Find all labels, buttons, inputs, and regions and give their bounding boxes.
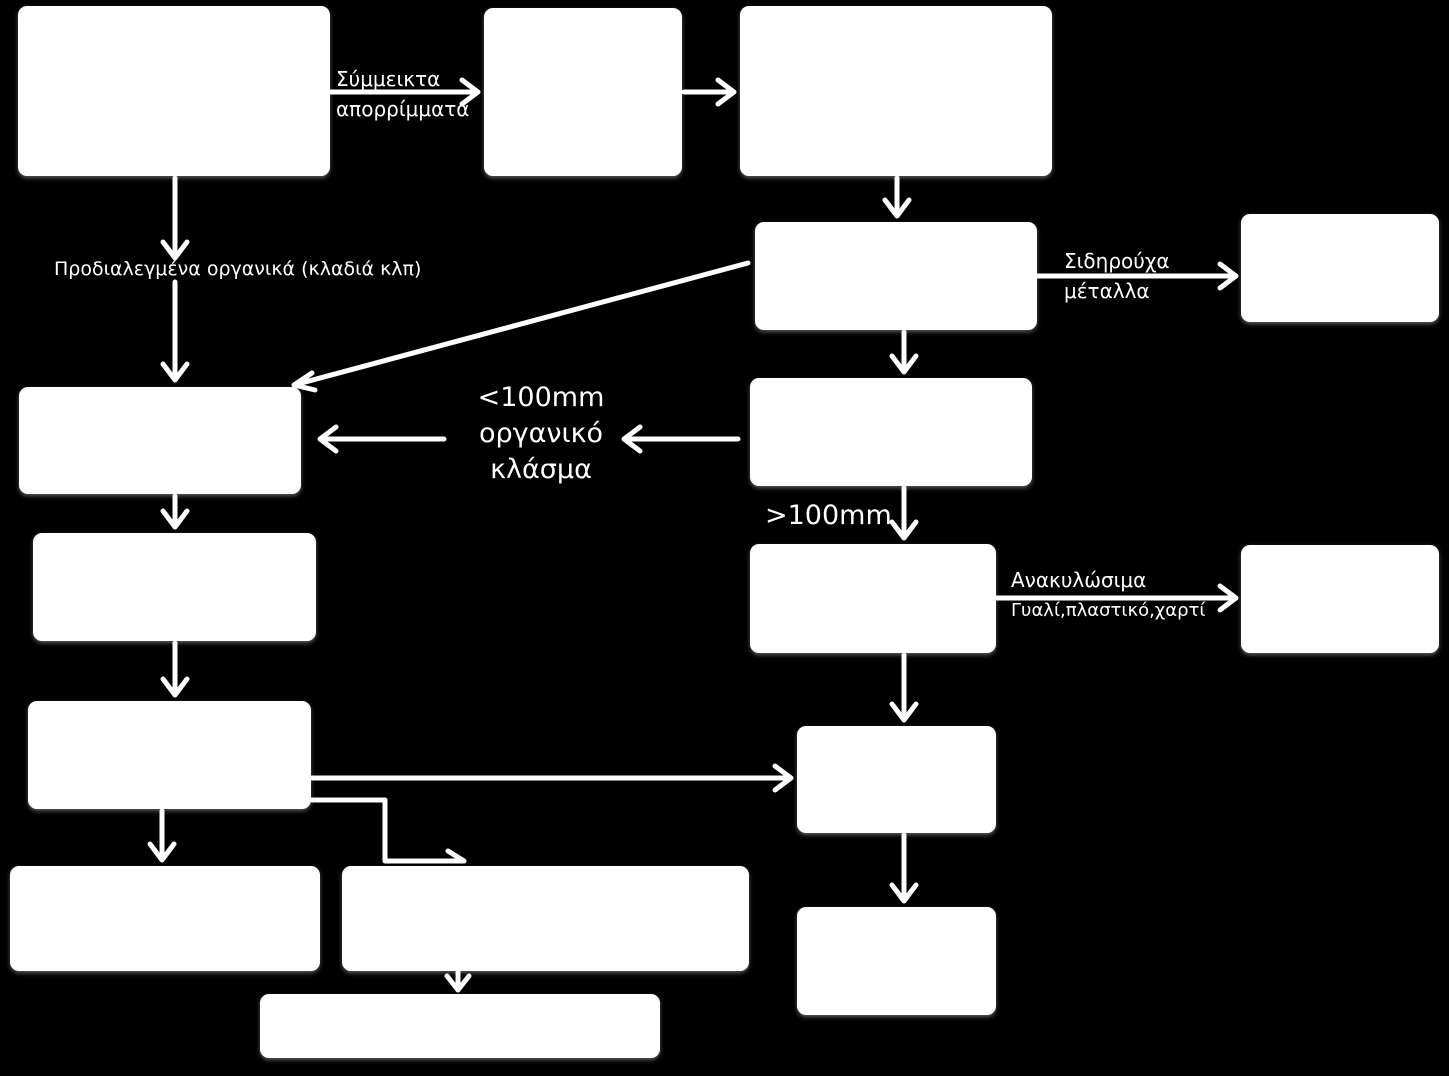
flow-arrows <box>147 77 1239 993</box>
arrow-maturation-to-refining <box>309 797 467 864</box>
label-organic-fraction-line3: κλάσμα <box>490 454 592 485</box>
box-reception <box>484 8 682 176</box>
process-boxes <box>10 6 1439 1058</box>
arrow-organic-to-composting <box>160 493 190 530</box>
arrow-label-to-organic <box>317 424 447 454</box>
arrow-composting-to-maturation <box>160 640 190 698</box>
arrow-reception-to-shredding <box>681 77 737 107</box>
label-recyclables-line2: Γυαλί,πλαστικό,χαρτί <box>1011 600 1205 621</box>
label-ferrous-line1: Σιδηρούχα <box>1064 249 1170 273</box>
label-mixed-waste-line2: απορρίμματα <box>336 97 469 121</box>
arrow-preselected-to-organic <box>160 279 190 383</box>
arrow-screening-to-label <box>621 424 741 454</box>
box-compost-product <box>10 866 320 971</box>
box-final <box>260 994 660 1058</box>
box-source <box>18 6 330 176</box>
arrow-magnetic-to-organic <box>291 260 751 393</box>
arrow-shredding-to-magnetic <box>882 175 912 219</box>
label-recyclables-line1: Ανακυλώσιμα <box>1011 568 1146 592</box>
box-landfill <box>797 907 996 1015</box>
box-shredding <box>740 6 1052 176</box>
box-refining <box>342 866 749 971</box>
arrow-magnetic-to-screening <box>889 329 919 375</box>
arrow-source-to-organic <box>160 175 190 261</box>
box-magnetic-separation <box>755 222 1037 330</box>
box-residue <box>797 726 996 833</box>
box-maturation <box>28 701 311 809</box>
label-organic-fraction-line1: <100mm <box>478 382 605 413</box>
box-recyclables-sorting <box>750 544 996 653</box>
box-organic-processing <box>19 387 301 494</box>
arrow-refining-to-final <box>444 965 472 993</box>
label-ferrous-line2: μέταλλα <box>1064 279 1150 303</box>
arrow-residue-to-landfill <box>889 832 919 904</box>
arrow-screening-to-sorting <box>889 485 919 541</box>
arrow-maturation-to-residue <box>309 763 794 793</box>
box-screening <box>750 378 1032 486</box>
arrow-magnetic-to-ferrous <box>1034 261 1239 291</box>
label-over-100mm: >100mm <box>765 500 892 531</box>
label-organic-fraction-line2: οργανικό <box>479 418 603 449</box>
box-ferrous-output <box>1241 214 1439 322</box>
flow-labels: Σύμμεικτα απορρίμματα Προδιαλεγμένα οργα… <box>54 67 1205 621</box>
label-preselected-organics: Προδιαλεγμένα οργανικά (κλαδιά κλπ) <box>54 258 421 280</box>
label-mixed-waste-line1: Σύμμεικτα <box>336 67 440 91</box>
arrow-sorting-to-recyclables <box>993 583 1239 613</box>
box-composting <box>33 533 316 641</box>
arrow-source-to-reception <box>327 77 481 107</box>
box-recyclables-output <box>1241 545 1439 653</box>
arrow-maturation-to-compost <box>147 808 177 863</box>
arrow-sorting-to-residue <box>889 652 919 723</box>
